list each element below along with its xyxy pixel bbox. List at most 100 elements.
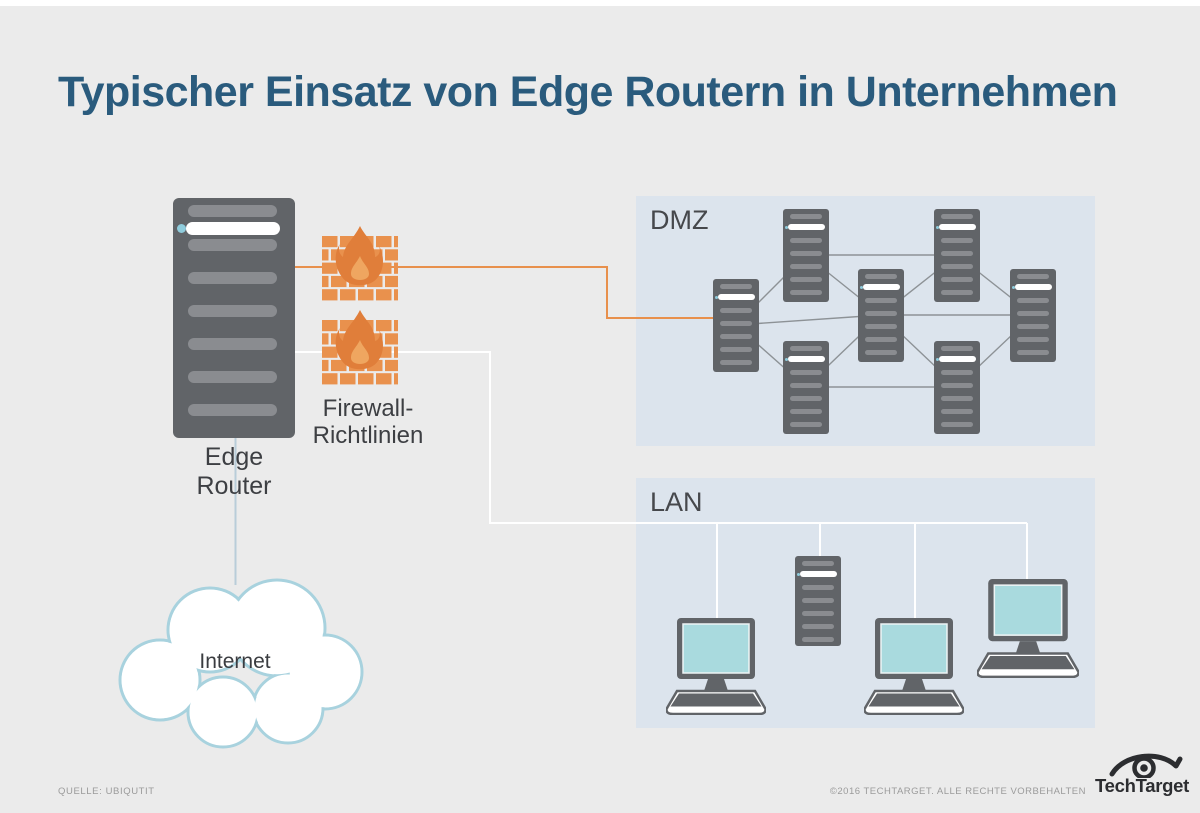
brick	[394, 289, 398, 301]
server-bay	[865, 324, 897, 329]
brick	[358, 373, 374, 385]
brick	[322, 333, 329, 345]
server-bay	[790, 383, 822, 388]
server-bay	[790, 251, 822, 256]
server-bay	[802, 637, 834, 642]
server-active-bay	[788, 356, 825, 362]
brick	[385, 275, 398, 288]
server-bay	[941, 383, 973, 388]
monitor-stand	[902, 679, 926, 691]
keyboard-top	[670, 693, 762, 707]
server-led	[784, 225, 788, 229]
server-bay	[790, 277, 822, 282]
brick	[331, 275, 347, 288]
router-led	[177, 224, 186, 233]
brick	[340, 236, 356, 248]
page-title: Typischer Einsatz von Edge Routern in Un…	[58, 68, 1118, 116]
server-led	[796, 572, 800, 576]
brick	[322, 373, 338, 385]
firewall-label: Firewall- Richtlinien	[283, 395, 453, 449]
server-bay	[720, 321, 752, 326]
brick	[385, 249, 398, 261]
server-bay	[1017, 337, 1049, 342]
server-bay	[720, 284, 752, 289]
router-bay	[188, 371, 277, 383]
brick	[340, 289, 356, 301]
server-bay	[790, 264, 822, 269]
server-active-bay	[800, 571, 837, 577]
server-active-bay	[788, 224, 825, 230]
brick	[376, 236, 392, 248]
server-led	[935, 357, 939, 361]
brick	[394, 236, 398, 248]
server-bay	[1017, 274, 1049, 279]
server-bay	[720, 334, 752, 339]
brick	[322, 275, 329, 288]
server-bay	[865, 298, 897, 303]
server-active-bay	[939, 224, 976, 230]
brick	[394, 320, 398, 332]
lan-server-icon	[795, 556, 841, 646]
server-bay	[865, 274, 897, 279]
top-divider	[0, 0, 1200, 6]
firewall-label-line2: Richtlinien	[312, 422, 424, 449]
server-bay	[865, 337, 897, 342]
router-bay	[188, 272, 277, 284]
copyright-text: ©2016 TECHTARGET. ALLE RECHTE VORBEHALTE…	[829, 786, 1086, 797]
server-active-bay	[1015, 284, 1052, 290]
desktop-computer-icon	[977, 579, 1079, 678]
router-active-bay	[186, 222, 280, 235]
cloud-icon	[118, 578, 364, 749]
monitor-stand	[704, 679, 728, 691]
monitor-stand	[1015, 641, 1041, 654]
server-bay	[720, 360, 752, 365]
brick	[376, 346, 392, 358]
brick	[322, 289, 338, 301]
server-bay	[941, 264, 973, 269]
server-bay	[790, 346, 822, 351]
brick	[394, 373, 398, 385]
lan-zone-label: LAN	[650, 487, 703, 517]
brick	[340, 320, 356, 332]
techtarget-eye-icon	[1109, 753, 1183, 778]
server-bay	[790, 214, 822, 219]
source-credit: QUELLE: UBIQUTIT	[58, 786, 155, 797]
server-bay	[802, 585, 834, 590]
brick	[322, 346, 338, 358]
brick	[385, 359, 398, 372]
router-bay	[188, 305, 277, 317]
dmz-server-icon	[1010, 269, 1056, 362]
dmz-server-icon	[713, 279, 759, 372]
dmz-server-icon	[934, 341, 980, 434]
server-led	[784, 357, 788, 361]
brick	[322, 236, 338, 248]
brick	[322, 249, 329, 261]
techtarget-logo-text: TechTarget	[1095, 775, 1189, 796]
server-bay	[790, 238, 822, 243]
server-bay	[790, 422, 822, 427]
brick	[376, 289, 392, 301]
server-led	[1011, 285, 1015, 289]
brick	[322, 359, 329, 372]
flame-icon	[335, 310, 383, 370]
server-bay	[790, 396, 822, 401]
router-bay	[188, 404, 277, 416]
brick	[376, 373, 392, 385]
firewall-icon	[322, 226, 398, 301]
server-active-bay	[863, 284, 900, 290]
dmz-zone-label: DMZ	[650, 205, 709, 235]
router-bay	[188, 205, 277, 217]
dmz-server-icon	[858, 269, 904, 362]
brick	[358, 289, 374, 301]
edge-router-label: Edge Router	[196, 443, 272, 500]
server-bay	[865, 350, 897, 355]
server-bay	[720, 347, 752, 352]
server-bay	[941, 370, 973, 375]
server-bay	[941, 346, 973, 351]
router-bay	[188, 338, 277, 350]
server-bay	[802, 611, 834, 616]
brick	[331, 359, 347, 372]
desktop-computer-icon	[666, 618, 766, 715]
server-bay	[802, 598, 834, 603]
